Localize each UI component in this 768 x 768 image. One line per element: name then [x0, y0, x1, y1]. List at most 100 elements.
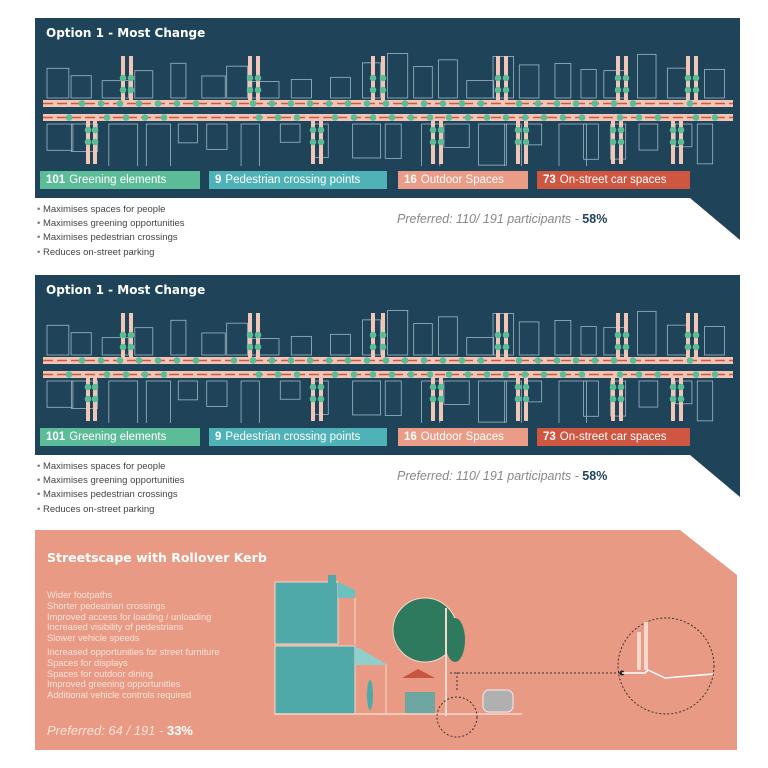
preferred-percent: 58%: [582, 469, 608, 483]
building-outline: [46, 324, 70, 356]
greening-dot: [379, 86, 387, 94]
greening-dot: [540, 114, 548, 121]
building-outline: [46, 67, 70, 99]
greening-dot: [103, 371, 111, 378]
greening-dot: [116, 100, 124, 107]
greening-dot: [379, 331, 387, 339]
greening-dot: [439, 100, 447, 107]
greening-dot: [437, 138, 445, 146]
building-outline: [384, 380, 402, 416]
greening-dot: [617, 383, 625, 391]
greening-dot: [502, 331, 510, 339]
bullet-item: Maximises greening opportunities: [37, 217, 185, 231]
greening-dot: [591, 357, 599, 364]
greening-dot: [407, 114, 415, 121]
stat-label: Pedestrian crossing points: [225, 174, 361, 186]
building-outline: [279, 380, 301, 400]
option-title: Option 1 - Most Change: [46, 283, 206, 297]
greening-dot: [127, 86, 135, 94]
building-outline: [443, 380, 470, 405]
greening-dot: [84, 126, 92, 134]
building-outline: [170, 319, 187, 356]
greening-dot: [629, 357, 637, 364]
building-outline: [240, 123, 260, 166]
greening-dot: [119, 331, 127, 339]
building-outline: [145, 380, 171, 423]
building-outline: [504, 380, 522, 423]
greening-dot: [317, 383, 325, 391]
building-outline: [696, 123, 714, 165]
greening-dot: [350, 114, 358, 121]
greening-dot: [464, 114, 472, 121]
building-outline: [526, 123, 543, 146]
greening-dot: [103, 114, 111, 121]
greening-dot: [246, 331, 254, 339]
greening-dot: [610, 100, 618, 107]
building-outline: [352, 123, 382, 159]
building-outline: [554, 63, 572, 99]
greening-dot: [458, 100, 466, 107]
building-outline: [696, 380, 714, 422]
greening-dot: [382, 100, 390, 107]
building-outline: [413, 66, 433, 99]
greening-dot: [522, 383, 530, 391]
stat-label: Outdoor Spaces: [420, 431, 504, 443]
greening-dot: [65, 114, 73, 121]
building-outline: [134, 327, 154, 356]
greening-dot: [287, 357, 295, 364]
bullet-item: Reduces on-street parking: [37, 246, 185, 260]
greening-dot: [369, 114, 377, 121]
greening-dot: [439, 357, 447, 364]
greening-dot: [534, 357, 542, 364]
greening-dot: [711, 371, 719, 378]
greening-dot: [78, 357, 86, 364]
kerb-item: Additional vehicle controls required: [47, 690, 192, 701]
greening-dot: [534, 100, 542, 107]
greening-dot: [97, 100, 105, 107]
greening-dot: [160, 371, 168, 378]
greening-dot: [91, 126, 99, 134]
bullet-item: Maximises pedestrian crossings: [37, 488, 185, 502]
greening-dot: [254, 331, 262, 339]
greening-dot: [502, 343, 510, 351]
greening-dot: [669, 138, 677, 146]
greening-dot: [84, 138, 92, 146]
greening-dot: [154, 100, 162, 107]
greening-dot: [78, 100, 86, 107]
kerb-item: Slower vehicle speeds: [47, 633, 140, 644]
greening-dot: [379, 74, 387, 82]
greening-dot: [445, 371, 453, 378]
greening-dot: [559, 114, 567, 121]
building-outline: [240, 380, 260, 423]
building-outline: [518, 64, 540, 99]
greening-dot: [521, 371, 529, 378]
greening-dot: [692, 371, 700, 378]
kerb-item: Spaces for displays: [47, 657, 128, 668]
greening-dot: [429, 138, 437, 146]
building-outline: [704, 69, 726, 99]
building-outline: [206, 380, 228, 407]
building-outline: [46, 380, 74, 408]
greening-dot: [494, 331, 502, 339]
greening-dot: [246, 343, 254, 351]
greening-dot: [293, 371, 301, 378]
building-outline: [466, 80, 495, 99]
greening-dot: [350, 371, 358, 378]
building-outline: [504, 123, 522, 166]
greening-dot: [97, 357, 105, 364]
greening-dot: [692, 331, 700, 339]
greening-dot: [119, 343, 127, 351]
preferred-text: Preferred: 110/ 191 participants -: [397, 212, 579, 226]
building-outline: [583, 380, 599, 417]
greening-dot: [268, 100, 276, 107]
building-outline: [478, 380, 507, 423]
stat-label: On-street car spaces: [559, 431, 667, 443]
street-map: [43, 53, 733, 166]
stat-label: Pedestrian crossing points: [225, 431, 361, 443]
greening-dot: [249, 357, 257, 364]
